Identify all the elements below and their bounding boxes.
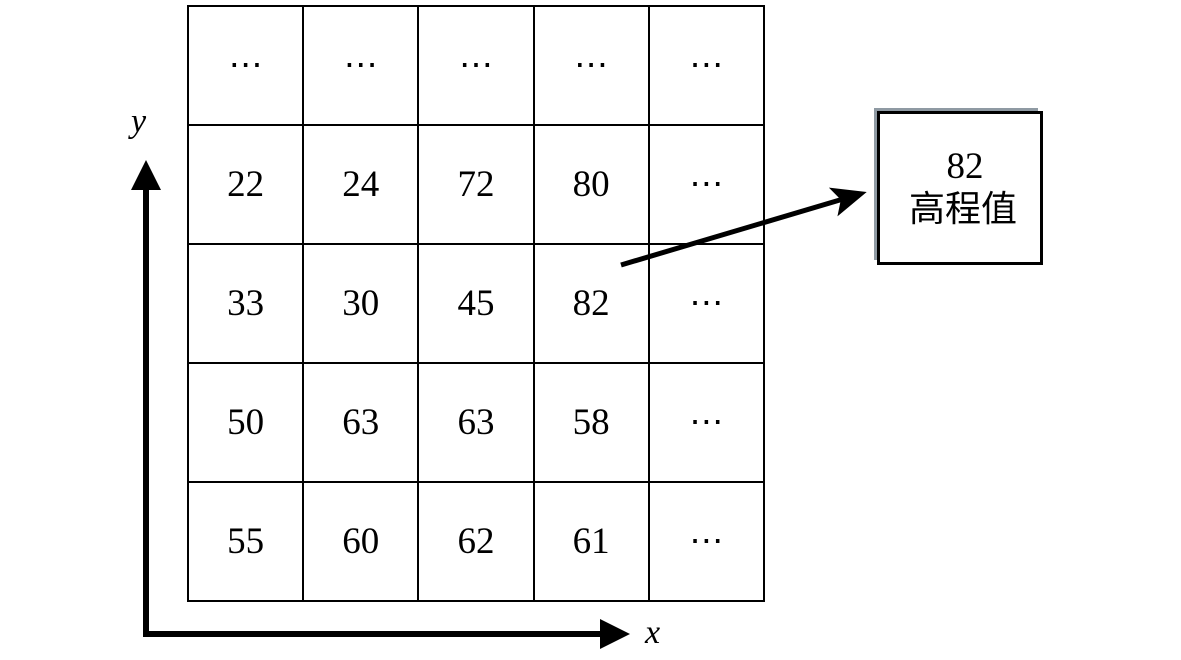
- grid-cell: 55: [186, 481, 305, 602]
- grid-cell: 60: [302, 481, 420, 602]
- grid-cell: ⋯: [186, 5, 305, 126]
- elevation-grid-table: ⋯ ⋯ ⋯ ⋯ ⋯ 22 24 72 80 ⋯ 33 30 45 82 ⋯: [186, 5, 766, 602]
- grid-cell: 33: [186, 243, 305, 364]
- grid-cell: 63: [417, 362, 535, 483]
- grid-cell: 22: [186, 124, 305, 245]
- grid-cell: 30: [302, 243, 420, 364]
- grid-cell: ⋯: [302, 5, 420, 126]
- y-axis-line: [143, 175, 149, 637]
- table-row: 55 60 62 61 ⋯: [186, 481, 766, 602]
- callout-value: 82: [946, 145, 984, 187]
- grid-cell: 63: [302, 362, 420, 483]
- callout-caption: 高程值: [908, 188, 1017, 229]
- callout-box: 82 高程值: [877, 111, 1043, 265]
- grid-cell: 72: [417, 124, 535, 245]
- y-axis-arrowhead-icon: [131, 160, 161, 190]
- x-axis-label: x: [645, 614, 661, 651]
- table-row: 22 24 72 80 ⋯: [186, 124, 766, 245]
- grid-cell: 45: [417, 243, 535, 364]
- grid-cell: ⋯: [647, 124, 766, 245]
- grid-cell: ⋯: [647, 243, 766, 364]
- grid-cell: ⋯: [647, 481, 766, 602]
- grid-cell: 80: [532, 124, 650, 245]
- table-row: 33 30 45 82 ⋯: [186, 243, 766, 364]
- x-axis-arrowhead-icon: [600, 619, 630, 649]
- table-row: 50 63 63 58 ⋯: [186, 362, 766, 483]
- grid-cell: 50: [186, 362, 305, 483]
- grid-cell: 24: [302, 124, 420, 245]
- grid-cell: ⋯: [647, 362, 766, 483]
- grid-cell: ⋯: [647, 5, 766, 126]
- x-axis-line: [143, 631, 615, 637]
- grid-cell: ⋯: [532, 5, 650, 126]
- grid-cell: 58: [532, 362, 650, 483]
- grid-cell: 61: [532, 481, 650, 602]
- grid-cell: 62: [417, 481, 535, 602]
- table-row: ⋯ ⋯ ⋯ ⋯ ⋯: [186, 5, 766, 126]
- y-axis-label: y: [131, 103, 147, 140]
- grid-cell-highlighted: 82: [532, 243, 650, 364]
- table-body: ⋯ ⋯ ⋯ ⋯ ⋯ 22 24 72 80 ⋯ 33 30 45 82 ⋯: [186, 5, 766, 602]
- grid-cell: ⋯: [417, 5, 535, 126]
